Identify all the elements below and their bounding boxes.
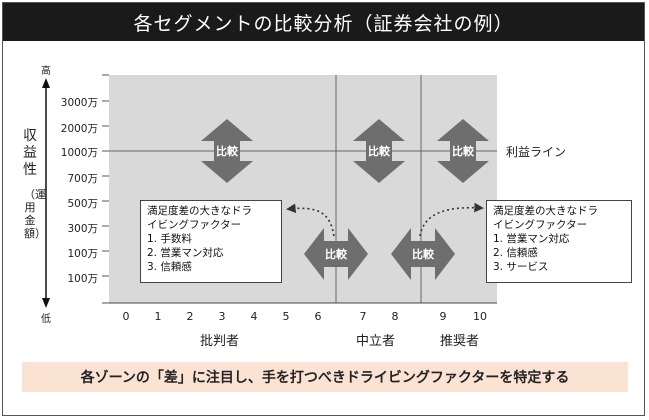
y-axis-high-label: 高 <box>41 66 51 77</box>
compare-arrow-label: 比較 <box>325 247 348 261</box>
zone-label-promoters: 推奨者 <box>440 334 480 349</box>
y-axis-arrow <box>42 78 50 308</box>
y-tick-marks <box>102 74 109 304</box>
vertical-compare-arrow <box>201 119 253 183</box>
title-bar: 各セグメントの比較分析（証券会社の例） <box>3 3 644 41</box>
driving-factor-note-left: 満足度差の大きなドラ イビングファクター 1. 手数料 2. 営業マン対応 3.… <box>140 200 282 283</box>
y-tick: 300万 <box>67 223 98 235</box>
zone-label-passives: 中立者 <box>356 334 396 349</box>
footer-banner: 各ゾーンの「差」に注目し、手を打つべきドライビングファクターを特定する <box>22 362 628 392</box>
zone-label-detractors: 批判者 <box>200 334 240 349</box>
y-tick: 700万 <box>67 173 98 185</box>
vertical-compare-arrow <box>437 119 489 183</box>
y-tick: 3000万 <box>60 97 98 109</box>
driving-factor-note-right: 満足度差の大きなドラ イビングファクター 1. 営業マン対応 2. 信頼感 3.… <box>486 200 632 283</box>
y-tick: 2000万 <box>60 123 98 135</box>
compare-arrow-label: 比較 <box>412 247 435 261</box>
dotted-arrow-left <box>286 203 335 237</box>
note-title: イビングファクター <box>147 219 242 231</box>
x-tick: 10 <box>473 310 487 323</box>
x-tick: 4 <box>250 310 258 323</box>
note-title: 満足度差の大きなドラ <box>493 205 598 217</box>
note-item: 2. 営業マン対応 <box>147 247 224 259</box>
note-item: 2. 信頼感 <box>493 247 538 259</box>
horizontal-compare-arrow <box>391 228 455 280</box>
y-axis-low-label: 低 <box>41 314 51 325</box>
vertical-compare-arrow <box>353 119 405 183</box>
compare-arrow-label: 比較 <box>216 144 239 158</box>
note-item: 1. 営業マン対応 <box>493 233 570 245</box>
x-tick: 1 <box>154 310 162 323</box>
profit-line-label: 利益ライン <box>506 145 567 159</box>
note-item: 1. 手数料 <box>147 233 192 245</box>
note-title: イビングファクター <box>493 219 588 231</box>
x-tick: 8 <box>391 310 399 323</box>
figure-title: 各セグメントの比較分析（証券会社の例） <box>133 12 514 35</box>
x-tick: 0 <box>122 310 130 323</box>
x-tick: 5 <box>282 310 290 323</box>
x-tick: 2 <box>186 310 194 323</box>
y-tick: 100万 <box>67 248 98 260</box>
dotted-arrow-right <box>419 202 484 237</box>
figure-frame <box>2 2 645 416</box>
compare-arrow-label: 比較 <box>368 144 391 158</box>
x-tick: 6 <box>314 310 322 323</box>
y-tick: 1000万 <box>60 147 98 159</box>
y-tick: 500万 <box>67 198 98 210</box>
note-item: 3. サービス <box>493 261 549 273</box>
compare-arrow-label: 比較 <box>452 144 475 158</box>
y-tick: 100万 <box>67 273 98 285</box>
y-axis-title: 収益性 <box>23 128 37 178</box>
x-tick: 7 <box>359 310 367 323</box>
horizontal-compare-arrow <box>304 228 368 280</box>
note-title: 満足度差の大きなドラ <box>147 205 252 217</box>
x-tick: 3 <box>218 310 226 323</box>
footer-text: 各ゾーンの「差」に注目し、手を打つべきドライビングファクターを特定する <box>80 370 570 386</box>
note-item: 3. 信頼感 <box>147 261 192 273</box>
x-tick: 9 <box>439 310 447 323</box>
